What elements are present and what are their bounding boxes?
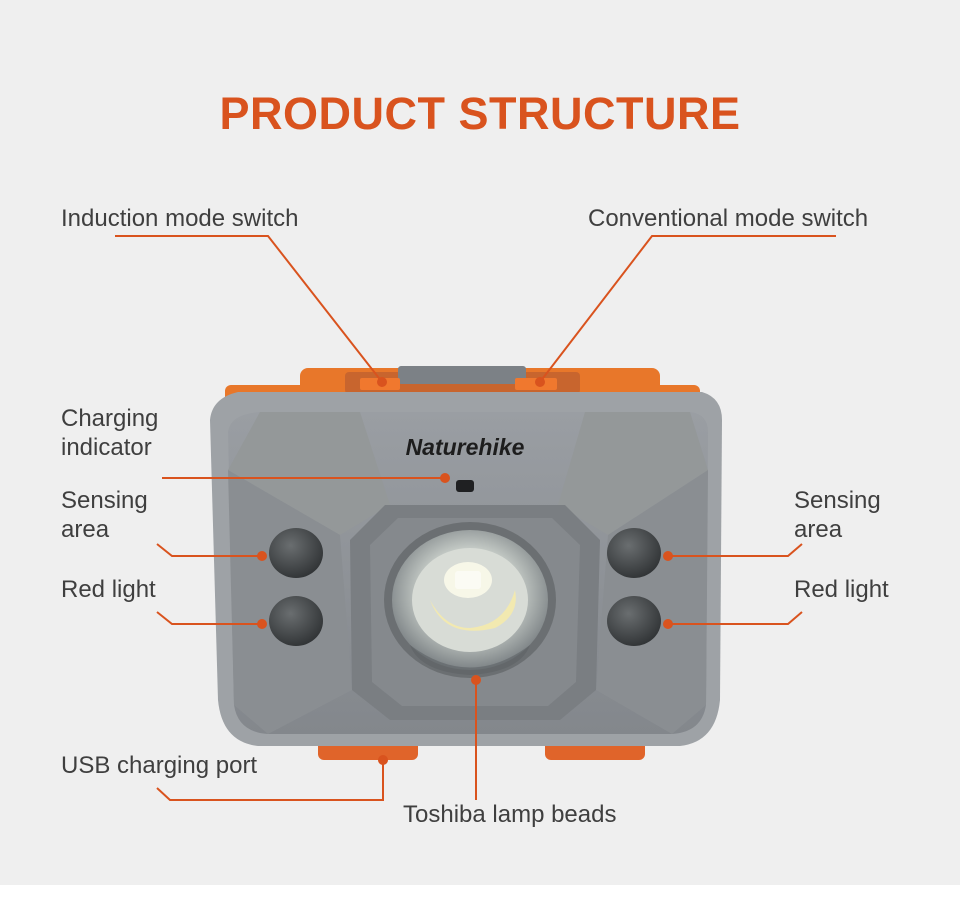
label-induction-switch: Induction mode switch xyxy=(61,205,299,232)
label-red-light-left: Red light xyxy=(61,576,156,603)
red-light-right xyxy=(607,596,661,646)
label-charging-indicator-line2: indicator xyxy=(61,434,152,461)
label-sensing-right-line1: Sensing xyxy=(794,487,881,514)
label-sensing-left-line2: area xyxy=(61,516,110,543)
label-charging-indicator-line1: Charging xyxy=(61,405,159,432)
red-light-left xyxy=(269,596,323,646)
sensing-area-right xyxy=(607,528,661,578)
side-lenses xyxy=(269,528,661,646)
callout-lines xyxy=(115,235,836,801)
label-conventional-switch: Conventional mode switch xyxy=(588,205,869,232)
label-red-light-right: Red light xyxy=(794,576,889,603)
label-sensing-left-line1: Sensing xyxy=(61,487,148,514)
label-usb-port: USB charging port xyxy=(61,752,258,779)
main-lens xyxy=(384,522,556,678)
brand-logo: Naturehike xyxy=(406,434,525,460)
callout-dots xyxy=(257,377,673,765)
label-sensing-right-line2: area xyxy=(794,516,843,543)
label-lamp-beads: Toshiba lamp beads xyxy=(403,801,617,828)
charging-indicator-led xyxy=(456,480,474,492)
sensing-area-left xyxy=(269,528,323,578)
top-switch-strip xyxy=(345,366,580,394)
page-title: PRODUCT STRUCTURE xyxy=(219,88,741,139)
